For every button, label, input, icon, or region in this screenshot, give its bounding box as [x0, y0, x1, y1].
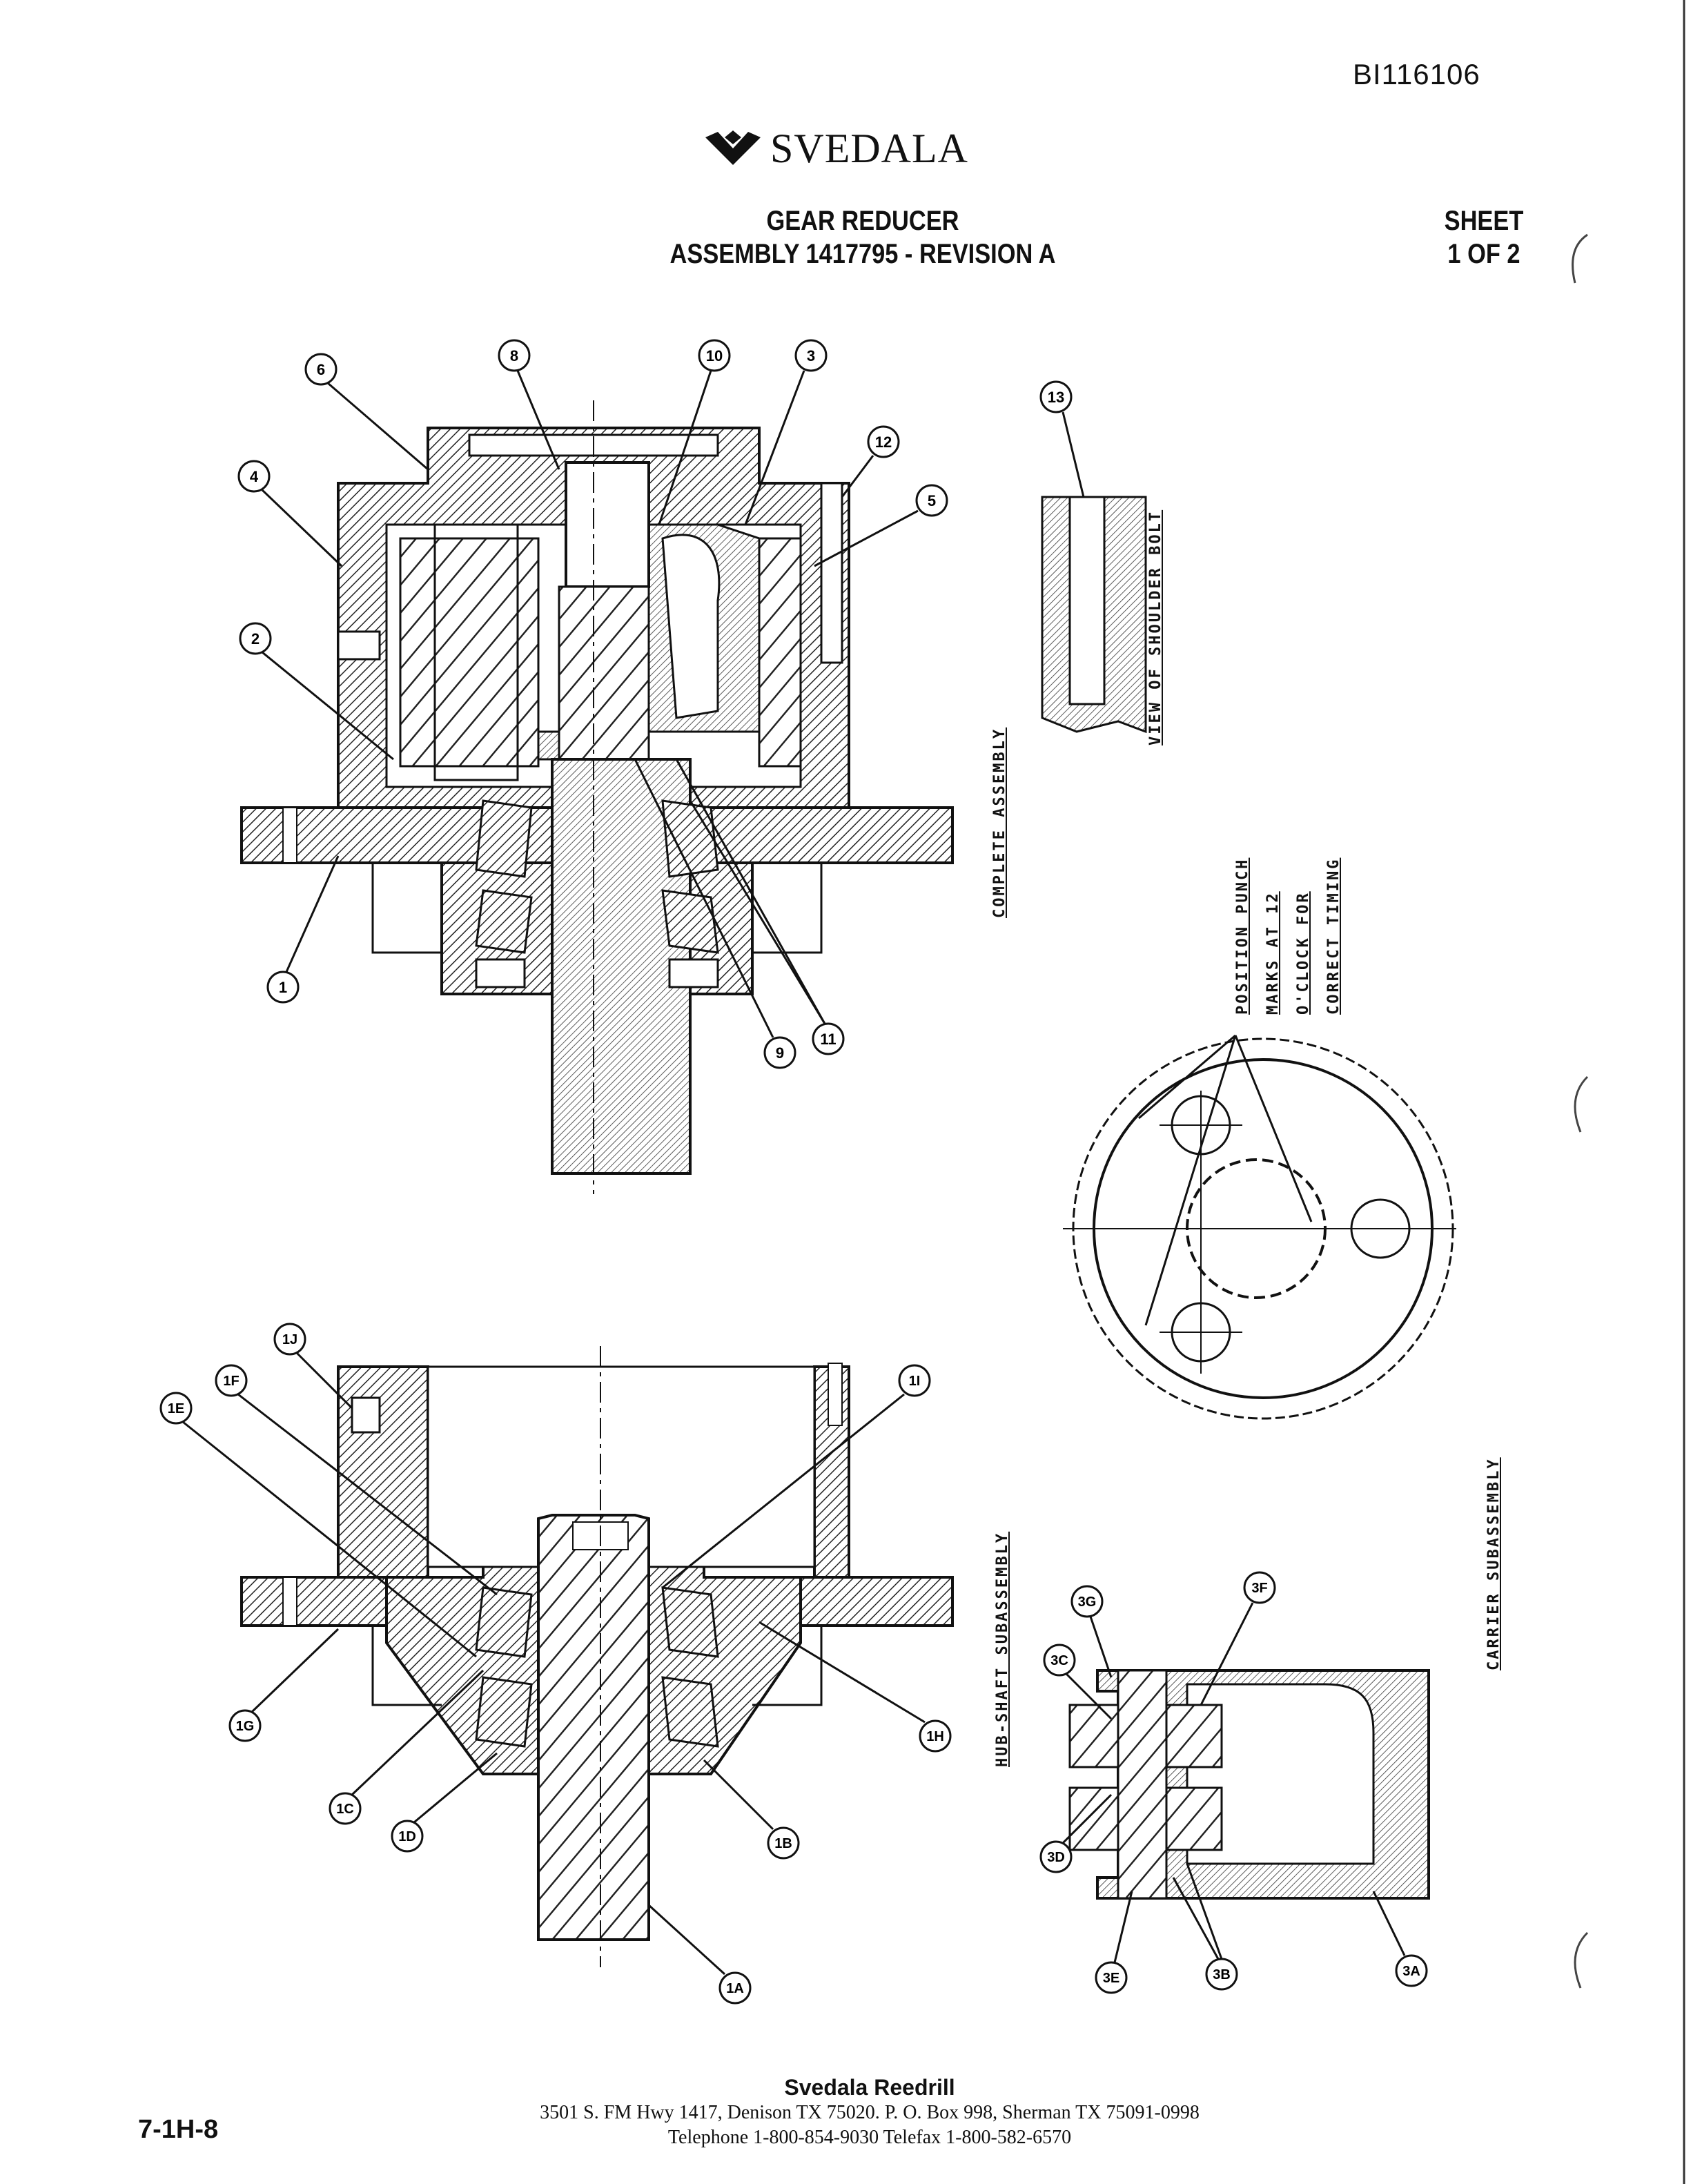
callout-10: 10 [658, 339, 731, 525]
title-block: GEAR REDUCER ASSEMBLY 1417795 - REVISION… [596, 204, 1130, 271]
svg-text:10: 10 [706, 347, 723, 364]
svg-text:1A: 1A [726, 1981, 744, 1996]
binder-hole-mark [1574, 1931, 1589, 1989]
gear-timing-view [1063, 1034, 1456, 1420]
callout-5: 5 [814, 484, 948, 567]
footer-phone: Telephone 1-800-854-9030 Telefax 1-800-5… [667, 2127, 1072, 2148]
document-id: BI116106 [1353, 58, 1480, 90]
svg-text:3A: 3A [1402, 1964, 1420, 1979]
svg-text:9: 9 [776, 1044, 784, 1062]
svg-text:12: 12 [875, 433, 892, 451]
callout-1E: 1E [159, 1392, 477, 1658]
callout-1C: 1C [329, 1669, 485, 1825]
svg-text:1F: 1F [223, 1374, 239, 1389]
svg-text:4: 4 [250, 468, 259, 485]
footer-company: Svedala Reedrill [784, 2075, 955, 2100]
callout-1A: 1A [647, 1904, 752, 2005]
svg-text:1C: 1C [336, 1802, 354, 1817]
svg-text:13: 13 [1048, 389, 1064, 406]
callout-3D: 3D [1039, 1793, 1113, 1873]
callout-3: 3 [744, 339, 828, 525]
svg-text:8: 8 [510, 347, 518, 364]
complete-assembly-view [240, 400, 954, 1194]
svg-text:3F: 3F [1251, 1581, 1267, 1596]
label-shoulder-bolt: VIEW OF SHOULDER BOLT [1147, 509, 1164, 745]
callout-4: 4 [237, 460, 343, 567]
svedala-bird-logo-icon [705, 130, 761, 165]
label-position-note-4: CORRECT TIMING [1325, 857, 1342, 1015]
callout-1J: 1J [273, 1323, 353, 1410]
callout-12: 12 [841, 425, 900, 498]
svg-text:3D: 3D [1047, 1850, 1065, 1865]
callout-8: 8 [498, 339, 560, 470]
svg-text:3E: 3E [1103, 1971, 1119, 1986]
label-position-note-2: MARKS AT 12 [1264, 891, 1282, 1015]
brand-logo: SVEDALA [704, 124, 968, 173]
carrier-callouts: 3G 3F 3C 3D 3E 3B 3A [1039, 1571, 1428, 1994]
label-position-note-1: POSITION PUNCH [1234, 857, 1251, 1015]
brand-name: SVEDALA [770, 125, 968, 171]
svg-text:3G: 3G [1078, 1595, 1097, 1610]
callout-3B: 3B [1172, 1863, 1238, 1991]
svg-text:1J: 1J [282, 1332, 297, 1347]
svg-text:1D: 1D [398, 1829, 416, 1844]
sheet-block: SHEET 1 OF 2 [1431, 204, 1538, 271]
callout-3F: 3F [1200, 1571, 1276, 1706]
svg-text:1: 1 [279, 979, 287, 996]
svg-text:3C: 3C [1050, 1653, 1068, 1668]
svg-text:5: 5 [928, 492, 936, 509]
footer: Svedala Reedrill 3501 S. FM Hwy 1417, De… [387, 2075, 1353, 2150]
title-line-2: ASSEMBLY 1417795 - REVISION A [669, 239, 1056, 269]
callout-1F: 1F [215, 1364, 498, 1596]
title-line-1: GEAR REDUCER [766, 206, 959, 236]
footer-address: 3501 S. FM Hwy 1417, Denison TX 75020. P… [540, 2102, 1200, 2123]
callout-1B: 1B [703, 1759, 800, 1860]
callout-6: 6 [304, 353, 429, 471]
svg-text:1G: 1G [236, 1719, 255, 1734]
label-position-note-3: O'CLOCK FOR [1295, 891, 1312, 1015]
svg-text:2: 2 [251, 630, 260, 647]
hub-shaft-callouts: 1J 1F 1E 1I 1G 1H 1C 1D 1B 1A [159, 1323, 952, 2005]
complete-assembly-callouts: 6 8 10 3 12 4 5 2 1 9 11 [237, 339, 948, 1069]
hub-shaft-subassembly-view [240, 1346, 954, 1967]
page-number: 7-1H-8 [138, 2115, 219, 2144]
callout-3C: 3C [1043, 1644, 1113, 1720]
svg-text:1B: 1B [774, 1836, 792, 1851]
callout-13: 13 [1039, 380, 1085, 498]
binder-hole-mark [1574, 1075, 1589, 1133]
svg-text:6: 6 [317, 361, 325, 378]
callout-1I: 1I [662, 1364, 931, 1589]
callout-1G: 1G [228, 1628, 340, 1742]
callout-11: 11 [675, 759, 845, 1055]
callout-3G: 3G [1070, 1585, 1113, 1678]
svg-text:1H: 1H [926, 1729, 944, 1744]
svg-text:3B: 3B [1213, 1967, 1231, 1982]
svg-text:3: 3 [807, 347, 815, 364]
callout-1H: 1H [759, 1621, 952, 1753]
sheet-count: 1 OF 2 [1447, 239, 1520, 269]
callout-3A: 3A [1372, 1891, 1428, 1987]
carrier-subassembly-view [1068, 1669, 1430, 1900]
callout-3E: 3E [1095, 1891, 1133, 1994]
callout-2: 2 [239, 622, 394, 761]
sheet-label: SHEET [1444, 206, 1524, 236]
callout-1D: 1D [391, 1752, 498, 1853]
label-hub-shaft: HUB-SHAFT SUBASSEMBLY [994, 1531, 1011, 1767]
callout-1: 1 [266, 855, 340, 1004]
svg-text:11: 11 [820, 1031, 836, 1048]
svg-text:1E: 1E [168, 1401, 184, 1416]
binder-hole-mark [1572, 233, 1588, 284]
svg-text:1I: 1I [909, 1374, 921, 1389]
callout-9: 9 [634, 759, 796, 1069]
shoulder-bolt-view: 13 [1039, 380, 1147, 734]
label-complete-assembly: COMPLETE ASSEMBLY [991, 727, 1008, 918]
label-carrier: CARRIER SUBASSEMBLY [1485, 1457, 1503, 1670]
